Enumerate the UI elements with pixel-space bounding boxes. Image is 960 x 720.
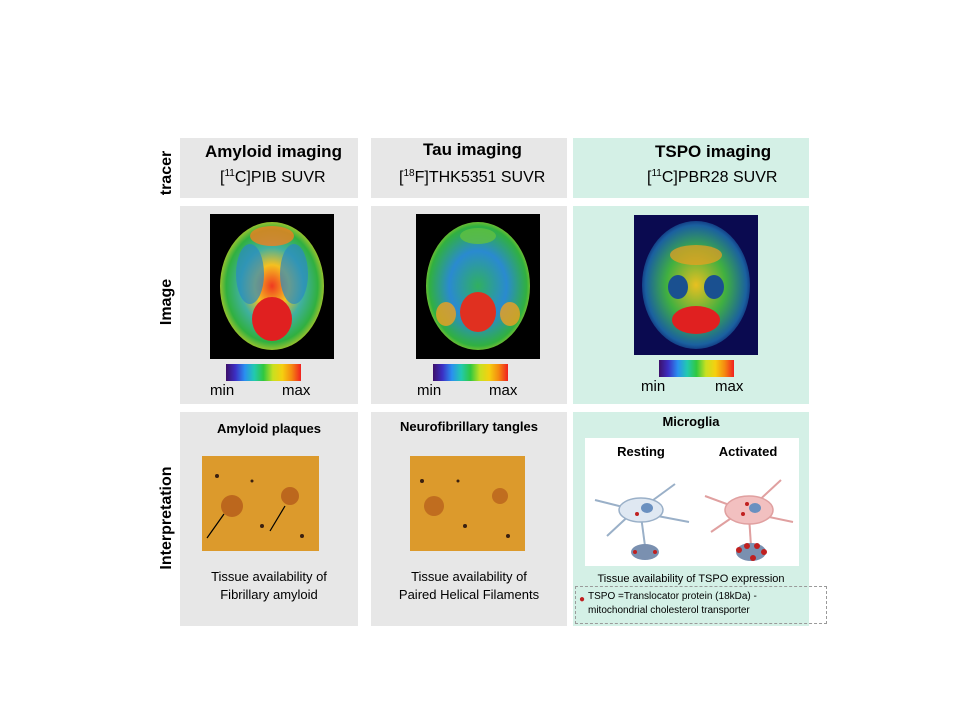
activated-microglia-box: Activated [697,438,799,566]
amyloid-histology-image [202,456,319,551]
tau-scale-max: max [489,382,518,399]
tspo-tracer: [11C]PBR28 SUVR [647,168,778,186]
row-label-image: Image [158,278,175,326]
tau-caption: Tissue availability of Paired Helical Fi… [398,569,540,602]
tspo-scale-max: max [715,378,744,395]
tau-scale-min: min [417,382,442,399]
amyloid-image-panel: min max [180,206,358,404]
amyloid-scale-max: max [282,382,311,399]
amyloid-tracer-panel: Amyloid imaging [11C]PIB SUVR [180,138,358,198]
tau-histology-image [410,456,525,551]
tspo-definition-note: ● TSPO =Translocator protein (18kDa) - m… [575,586,827,624]
activated-microglia-icon [704,479,794,561]
activated-label: Activated [718,444,778,459]
amyloid-caption: Tissue availability of Fibrillary amyloi… [211,569,327,602]
resting-label: Resting [617,444,665,459]
tspo-title: TSPO imaging [655,142,772,161]
tau-tracer-panel: Tau imaging [18F]THK5351 SUVR [371,138,567,198]
amyloid-title: Amyloid imaging [205,142,342,161]
row-label-interpretation: Interpretation [158,466,175,570]
resting-microglia-icon [594,483,690,560]
amyloid-pet-scan [210,214,334,359]
tspo-color-scale [659,360,734,377]
tau-pet-scan [416,214,540,359]
amyloid-scale-min: min [210,382,235,399]
tspo-scale-min: min [641,378,666,395]
amyloid-color-scale [226,364,301,381]
tau-tracer: [18F]THK5351 SUVR [399,168,546,186]
tspo-caption: Tissue availability of TSPO expression [597,573,785,585]
tau-interp-title: Neurofibrillary tangles [400,419,538,434]
tau-title: Tau imaging [423,140,522,159]
tspo-pet-scan [634,215,758,355]
tspo-interp-panel: Microglia Resting Activated [573,412,827,626]
amyloid-tracer: [11C]PIB SUVR [220,168,326,186]
tspo-interp-title: Microglia [662,414,720,429]
resting-microglia-box: Resting [585,438,697,566]
amyloid-interp-panel: Amyloid plaques Tissue availability of F… [180,412,358,626]
tspo-image-panel: min max [573,206,809,404]
tau-color-scale [433,364,508,381]
tau-image-panel: min max [371,206,567,404]
row-label-tracer: tracer [158,150,175,196]
amyloid-interp-title: Amyloid plaques [216,421,322,436]
tau-interp-panel: Neurofibrillary tangles Tissue availabil… [371,412,567,626]
tspo-tracer-panel: TSPO imaging [11C]PBR28 SUVR [573,138,809,198]
tspo-bullet-icon: ● [579,594,586,605]
